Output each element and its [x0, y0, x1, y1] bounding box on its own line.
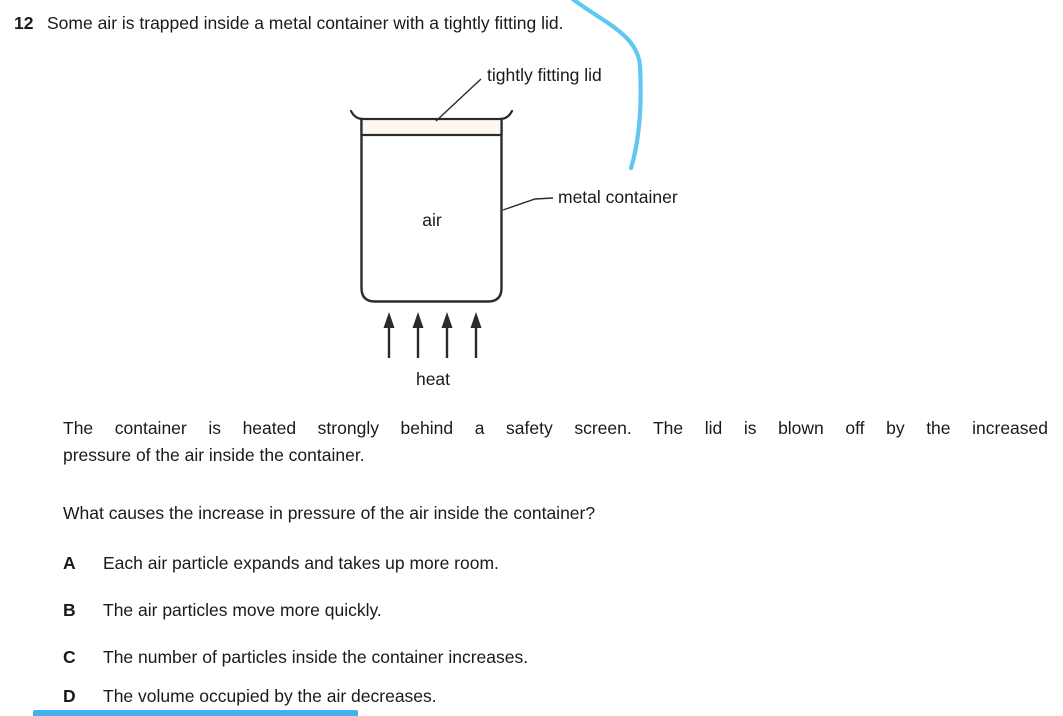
rim-flare-left [349, 109, 365, 121]
container-diagram: tightly fitting lid metal container air … [349, 65, 678, 389]
option-a-letter: A [63, 553, 76, 573]
metal-container-outline [360, 117, 503, 303]
option-d-letter: D [63, 686, 76, 706]
intro-line-2: pressure of the air inside the container… [63, 445, 365, 465]
question-number: 12 [14, 13, 34, 33]
bottom-ui-bar[interactable] [33, 710, 358, 716]
option-c-text: The number of particles inside the conta… [103, 647, 529, 667]
question-prompt: What causes the increase in pressure of … [63, 503, 596, 523]
option-a[interactable]: A Each air particle expands and takes up… [63, 553, 499, 574]
option-b-text: The air particles move more quickly. [103, 600, 382, 620]
lid-shape [360, 117, 503, 137]
lid-label: tightly fitting lid [487, 65, 602, 85]
rim-flare-right [498, 109, 514, 121]
container-label: metal container [558, 187, 678, 207]
question-text: Some air is trapped inside a metal conta… [47, 13, 564, 33]
option-d-text: The volume occupied by the air decreases… [103, 686, 437, 706]
option-c-letter: C [63, 647, 76, 667]
option-b-letter: B [63, 600, 76, 620]
heat-label: heat [416, 369, 450, 389]
lid-leader-line [435, 78, 482, 122]
question-headline: 12 Some air is trapped inside a metal co… [14, 13, 564, 34]
container-leader-line [502, 197, 554, 211]
heat-arrows [383, 312, 482, 358]
intro-paragraph: The container is heated strongly behind … [63, 415, 1048, 469]
intro-line-1: The container is heated strongly behind … [63, 418, 1048, 438]
option-a-text: Each air particle expands and takes up m… [103, 553, 499, 573]
option-d[interactable]: D The volume occupied by the air decreas… [63, 686, 437, 707]
option-c[interactable]: C The number of particles inside the con… [63, 647, 528, 668]
air-label: air [422, 210, 442, 230]
option-b[interactable]: B The air particles move more quickly. [63, 600, 382, 621]
